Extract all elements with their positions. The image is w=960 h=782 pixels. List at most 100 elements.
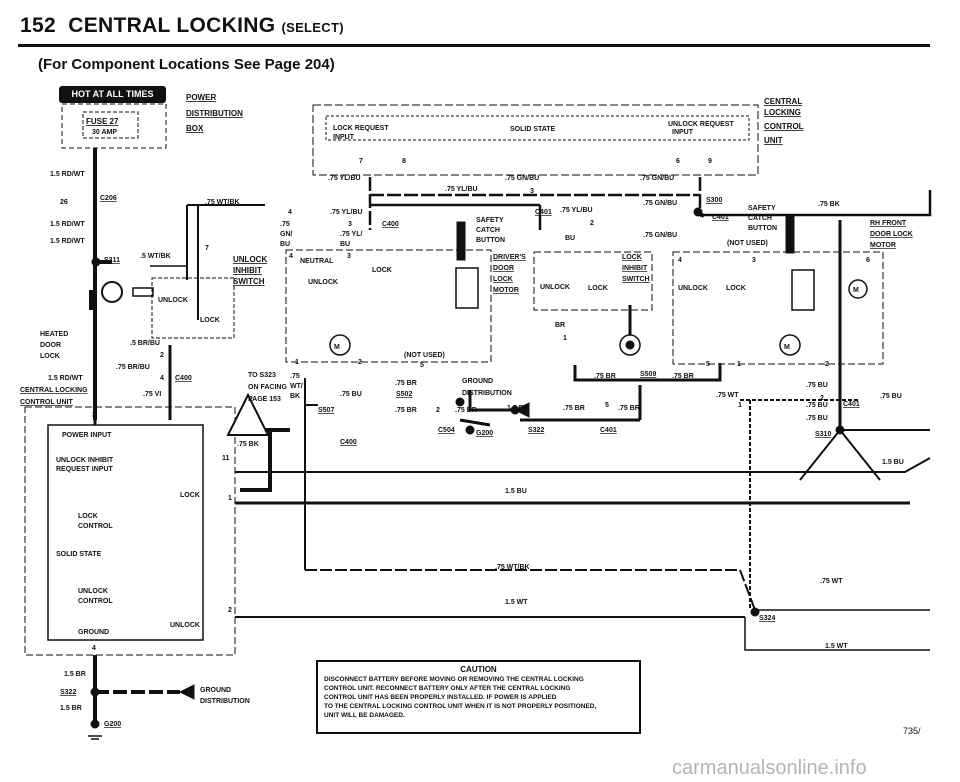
connector-c504: C504 [438,427,455,434]
power-dist-label: POWER [186,93,216,102]
watermark: carmanualsonline.info [672,757,867,779]
title-rule [18,44,930,47]
wire-label: BU [565,235,575,242]
wire-label: 4 [288,209,292,216]
fuse-rating: 30 AMP [92,129,117,136]
rh-pin: 6 [866,257,870,264]
hd-unlock-control-label: UNLOCK [78,588,108,595]
drivers-pin: 1 [295,359,299,366]
wire-label: 1.5 RD/WT [50,221,85,228]
wire-label: 5 [605,402,609,409]
connector-c401: C401 [600,427,617,434]
caution-box: CAUTION DISCONNECT BATTERY BEFORE MOVING… [316,660,641,734]
power-dist-label-3: BOX [186,124,204,133]
wire-label: .75 BR [455,407,477,414]
connector-c400: C400 [175,375,192,382]
power-dist-label-2: DISTRIBUTION [186,109,243,118]
fuse-name: FUSE 27 [86,117,119,126]
splice-s322: S322 [60,689,76,696]
marker-u: U [242,421,248,430]
hd-pin: 11 [222,455,230,462]
rh-lock-label: LOCK [726,285,746,292]
wire-label: 1.5 RD/WT [50,171,85,178]
heated-door-lock-icon [101,281,123,303]
wire-label: .75 BR/BU [116,364,150,371]
lock-inhibit-title-2: INHIBIT [622,265,648,272]
safety-catch-button-left [456,221,466,261]
drivers-lock-label: LOCK [372,267,392,274]
splice-s311: S311 [104,257,120,264]
wire-label: .75 BR [618,405,640,412]
lock-inhibit-switch-box [533,251,653,311]
splice-s324: S324 [759,615,775,622]
svg-text:M: M [784,344,790,351]
safety-right-label-2: CATCH [748,215,772,222]
svg-text:M: M [853,287,859,294]
connector-c401: C401 [535,209,552,216]
hd-lock-label: LOCK [180,492,200,499]
wire-label: .75 BR [395,407,417,414]
wire-label: .75 [280,221,290,228]
hd-unlock-label: UNLOCK [170,622,200,629]
drivers-pin: 2 [358,359,362,366]
safety-left-label-3: BUTTON [476,237,505,244]
hd-solid-state-box [47,424,204,641]
splice-s322: S322 [528,427,544,434]
ccu-pin-9: 9 [708,158,712,165]
lock-request-label-2: INPUT [333,134,355,141]
wire-label: 4 [160,375,164,382]
central-locking-control-unit-box [312,104,759,176]
inhibit-switch-title-2: INHIBIT [233,266,262,275]
wire-label: .75 WT/BK [495,564,530,571]
drivers-not-used-pin: 5 [420,362,424,369]
rh-pin: 5 [706,361,710,368]
rh-pin: 4 [678,257,682,264]
rh-front-door-lock-motor-box [672,251,884,365]
rh-pin: 1 [737,361,741,368]
ccu-title-4: UNIT [764,136,783,145]
ccu-title-2: LOCKING [764,108,801,117]
wire-label: 1.5 WT [505,599,528,606]
s300-splice [693,207,703,217]
hd-power-input-label: POWER INPUT [62,432,112,439]
to-s323-arrow-icon [226,392,270,436]
ccu-solid-state-box [325,115,750,141]
wire-label: .5 BR/BU [130,340,160,347]
wire-label: 1.5 BR [507,405,529,412]
wire-label: BK [290,393,300,400]
hd-title-3: LOCK [40,353,60,360]
lock-inhibit-unlock: UNLOCK [540,284,570,291]
wire-label: .75 BU [340,391,362,398]
splice-s509: S509 [640,371,656,378]
safety-left-label-2: CATCH [476,227,500,234]
wire-label: .75 [290,373,300,380]
title-suffix: (SELECT) [281,20,344,35]
inhibit-switch-title-3: SWITCH [233,277,265,286]
to-s323-label: TO S323 [248,372,276,379]
s502-splice [455,397,465,407]
drivers-neutral-label: NEUTRAL [300,258,334,265]
wire-label: GN/ [280,231,293,238]
ground-dist-label: GROUND [462,378,493,385]
rh-motor-icon [779,334,801,356]
connector-c206: C206 [100,195,117,202]
hd-title-2: DOOR [40,342,61,349]
wire-label: 2 [436,407,440,414]
inhibit-unlock-label: UNLOCK [158,297,188,304]
wire-label: .5 WT/BK [140,253,171,260]
page-title: 152 CENTRAL LOCKING (SELECT) [20,14,344,38]
wire-label: BU [280,241,290,248]
wire-label: .75 GN/BU [505,175,539,182]
wire-label: .75 YL/BU [445,186,478,193]
ground-g200: G200 [476,430,493,437]
wire-label: .75 YL/BU [330,209,363,216]
wire-label: BR [555,322,565,329]
ccu-title-1: CENTRAL [764,97,802,106]
safety-catch-button-right [785,214,795,254]
drivers-pin: 4 [289,253,293,260]
wire-label: 2 [160,352,164,359]
drivers-motor-title-3: LOCK [493,276,513,283]
wire-label: .75 VI [143,391,161,398]
hd-pin: 3 [92,412,96,419]
ccu-pin-6: 6 [676,158,680,165]
